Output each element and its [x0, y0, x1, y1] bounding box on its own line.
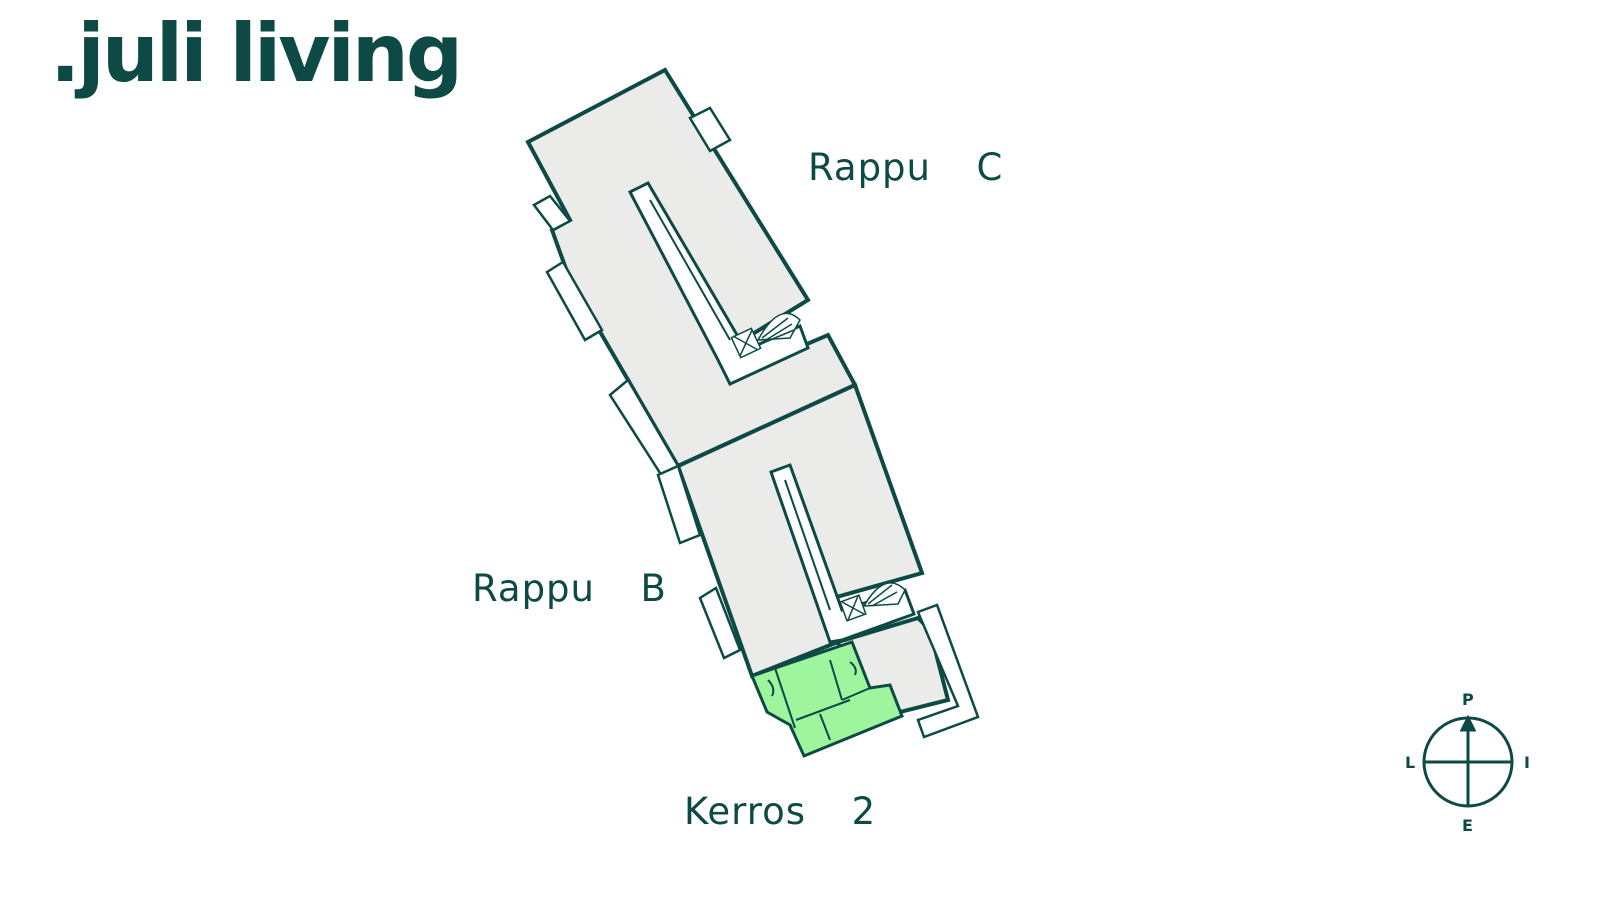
compass: P E L I [1405, 690, 1555, 835]
stair-c-label: Rappu C [808, 146, 1004, 189]
apartment-internal-walls [767, 659, 871, 741]
corridor-c [627, 181, 810, 386]
compass-south-label: E [1462, 816, 1473, 835]
balcony-b-left [656, 464, 702, 545]
balcony-b-left-2 [698, 586, 742, 660]
compass-west-label: L [1405, 753, 1416, 772]
stairwell-b [839, 582, 906, 622]
floor-label: Kerros 2 [684, 790, 877, 833]
stair-b-label: Rappu B [472, 567, 667, 610]
balcony-c-left-2 [545, 260, 604, 342]
balcony-c-left [532, 194, 572, 232]
juli-living-logo: .juli living [50, 7, 463, 100]
compass-north-label: P [1462, 690, 1474, 709]
corridor-b-wall [784, 479, 831, 611]
stairwell-c [730, 312, 801, 359]
compass-rose [1422, 714, 1514, 808]
north-arrow-icon [1459, 714, 1477, 732]
highlighted-apartment [749, 640, 904, 758]
balcony-lower-right [916, 603, 980, 739]
corridor-c-wall [649, 199, 731, 341]
balcony-c-top [688, 106, 732, 153]
compass-east-label: I [1524, 753, 1530, 772]
